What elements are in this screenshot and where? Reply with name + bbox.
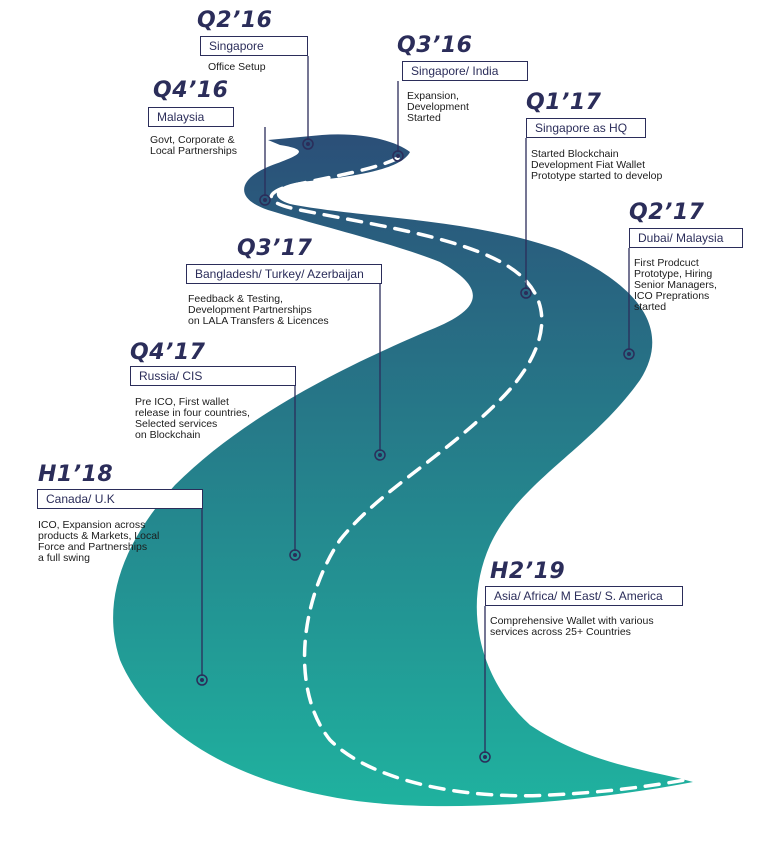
milestone-pin-icon (196, 674, 208, 686)
milestone-pin-icon (374, 449, 386, 461)
milestone-pin-dot (524, 291, 528, 295)
milestone-pin-icon (259, 194, 271, 206)
milestone-region-label: Bangladesh/ Turkey/ Azerbaijan (186, 264, 382, 284)
milestone-region-label: Malaysia (148, 107, 234, 127)
milestone-description: Expansion, Development Started (407, 90, 469, 124)
milestone-pin-dot (396, 154, 400, 158)
milestone-pin-dot (378, 453, 382, 457)
milestone-region-label: Dubai/ Malaysia (629, 228, 743, 248)
milestone-pin-dot (263, 198, 267, 202)
milestone-pin-dot (483, 755, 487, 759)
milestone-period: Q4’17 (130, 340, 206, 365)
milestone-region-label: Russia/ CIS (130, 366, 296, 386)
milestone-region-label: Canada/ U.K (37, 489, 203, 509)
milestone-pin-icon (302, 138, 314, 150)
milestone-region-label: Singapore as HQ (526, 118, 646, 138)
milestone-pin-icon (392, 150, 404, 162)
milestone-description: Pre ICO, First wallet release in four co… (135, 396, 250, 441)
road-center-dashes (269, 156, 687, 798)
milestone-period: H2’19 (490, 559, 566, 584)
milestone-pin-icon (623, 348, 635, 360)
milestone-pin-dot (627, 352, 631, 356)
milestone-description: Feedback & Testing, Development Partners… (188, 293, 329, 327)
milestone-pin-dot (293, 553, 297, 557)
milestone-period: Q2’16 (197, 8, 273, 33)
milestone-pin-dot (200, 678, 204, 682)
milestone-period: Q3’16 (397, 33, 473, 58)
milestone-pin-icon (479, 751, 491, 763)
milestone-region-label: Singapore (200, 36, 308, 56)
milestone-region-label: Singapore/ India (402, 61, 528, 81)
milestone-period: Q1’17 (526, 90, 602, 115)
road-surface (113, 134, 694, 807)
milestone-description: First Prodcuct Prototype, Hiring Senior … (634, 257, 717, 313)
milestone-description: Started Blockchain Development Fiat Wall… (531, 148, 663, 182)
milestone-pin-icon (520, 287, 532, 299)
milestone-period: H1’18 (38, 462, 114, 487)
milestone-period: Q3’17 (237, 236, 313, 261)
milestone-period: Q4’16 (153, 78, 229, 103)
milestone-pin-dot (306, 142, 310, 146)
milestone-description: Govt, Corporate & Local Partnerships (150, 134, 237, 157)
milestone-region-label: Asia/ Africa/ M East/ S. America (485, 586, 683, 606)
milestone-description: ICO, Expansion across products & Markets… (38, 519, 160, 564)
milestone-description: Comprehensive Wallet with various servic… (490, 615, 654, 638)
milestone-period: Q2’17 (629, 200, 705, 225)
milestone-pin-icon (289, 549, 301, 561)
milestone-description: Office Setup (208, 61, 266, 73)
